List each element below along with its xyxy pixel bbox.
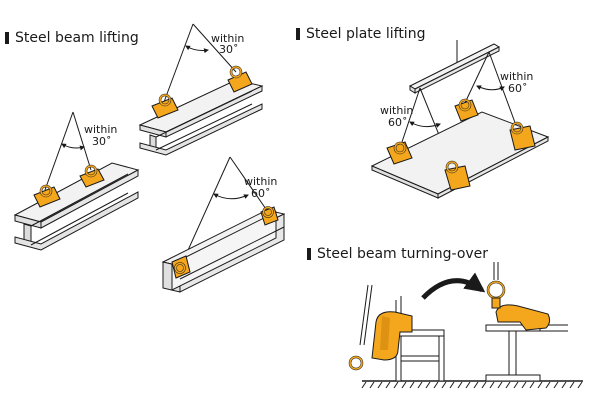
sling-wire [44, 111, 74, 191]
lifting-clamp [509, 121, 536, 151]
angle-note-value: 60˚ [508, 82, 528, 95]
heading-text: Steel plate lifting [306, 26, 426, 42]
beam-bottom-flange [14, 191, 139, 251]
angle-note-value: 30˚ [92, 135, 112, 148]
steel-beam-after [485, 324, 568, 382]
angle-note-value: 30˚ [219, 43, 239, 56]
heading-text: Steel beam turning-over [317, 246, 489, 262]
steel-beam-before [395, 296, 445, 382]
angle-note-word: within [244, 175, 277, 188]
sling-wire [163, 23, 194, 103]
heading-steel-beam-lifting: Steel beam lifting [5, 30, 139, 46]
sling-wire [229, 156, 269, 213]
beam-top-flange [13, 162, 140, 223]
spreader-beam [408, 43, 501, 90]
angle-arc [185, 45, 209, 54]
sling-wire [359, 284, 369, 346]
angle-arc [476, 85, 505, 92]
beam-bottom-flange [139, 103, 263, 156]
lifting-clamp [486, 280, 551, 331]
angle-note-value: 60˚ [388, 116, 408, 129]
sling-wire [192, 23, 237, 73]
angle-note-word: within [211, 32, 244, 45]
lifting-clamp [171, 255, 191, 279]
beam-lifting-30-upper: within 30˚ [138, 23, 264, 156]
angle-arc [61, 143, 85, 151]
lifting-clamp [348, 311, 413, 371]
angle-note-word: within [84, 123, 117, 136]
lifting-clamp [151, 93, 179, 119]
lifting-clamp [454, 98, 479, 122]
angle-note-word: within [380, 104, 413, 117]
sling-wire [399, 87, 421, 149]
heading-marker [307, 248, 311, 260]
lifting-clamp [33, 184, 61, 208]
lifting-clamp [444, 160, 471, 191]
sling-wire [72, 111, 92, 171]
beam-turning-over [348, 262, 583, 389]
turning-arrow [421, 272, 486, 300]
lifting-clamp [227, 65, 253, 93]
heading-steel-beam-turning-over: Steel beam turning-over [307, 246, 488, 262]
lifting-clamp [386, 141, 413, 165]
ground-hatch [361, 381, 583, 389]
sling-wire [463, 51, 490, 106]
heading-marker [296, 28, 300, 40]
heading-marker [5, 32, 9, 44]
lifting-clamp [260, 206, 279, 226]
beam-lifting-30-lower: within 30˚ [13, 111, 140, 251]
beam-lifting-60-sideways: within 60˚ [161, 156, 286, 293]
plate-lifting: within 60˚ within 60˚ [370, 40, 550, 199]
heading-text: Steel beam lifting [15, 30, 139, 46]
lifting-clamp [79, 164, 105, 188]
angle-arc [213, 193, 249, 200]
heading-steel-plate-lifting: Steel plate lifting [296, 26, 425, 42]
angle-note-word: within [500, 70, 533, 83]
beam-flange-side [40, 169, 139, 229]
angle-arc [409, 121, 441, 128]
angle-note-value: 60˚ [251, 187, 271, 200]
